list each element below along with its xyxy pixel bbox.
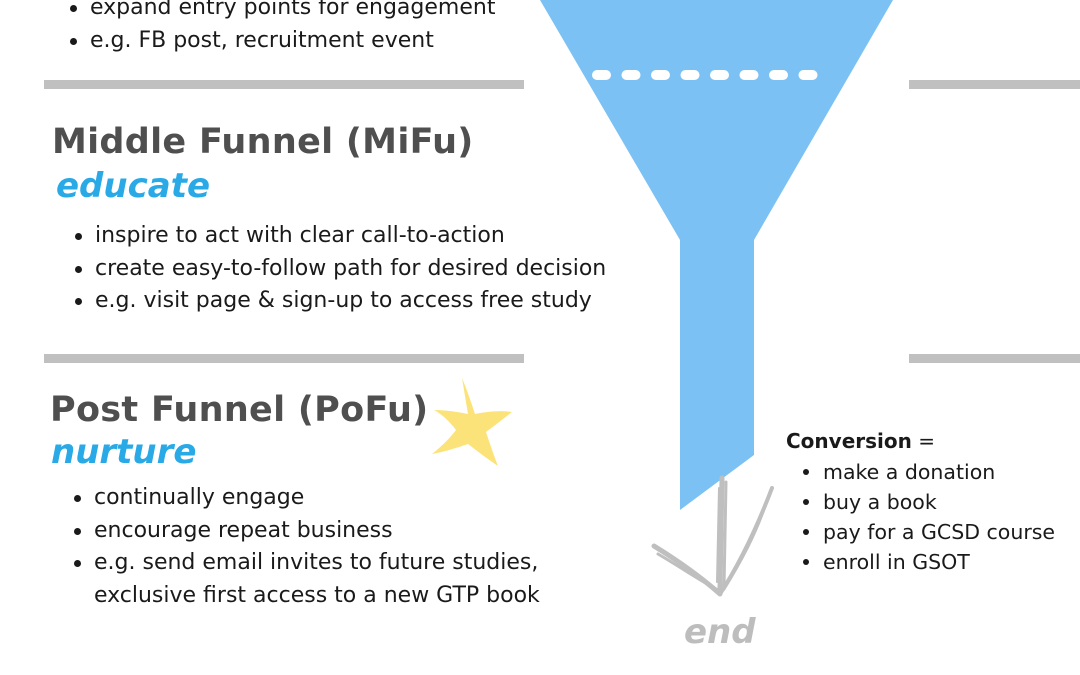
conversion-list: make a donation buy a book pay for a GCS… <box>786 457 1055 577</box>
funnel-shape <box>540 0 893 510</box>
arrow-down-sketch-icon <box>651 475 774 597</box>
top-bullet: e.g. FB post, recruitment event <box>68 25 495 58</box>
star-doodle <box>432 378 512 466</box>
top-bullet: expand entry points for engagement <box>68 0 495 25</box>
divider-left-top <box>44 80 524 89</box>
conversion-item: buy a book <box>786 487 1055 517</box>
conversion-item: pay for a GCSD course <box>786 517 1055 547</box>
divider-left-middle <box>44 354 524 363</box>
middle-funnel-subtitle: educate <box>56 166 211 206</box>
post-bullet-continuation: exclusive first access to a new GTP book <box>94 582 540 608</box>
post-bullet: e.g. send email invites to future studie… <box>72 547 540 580</box>
middle-bullet: create easy-to-follow path for desired d… <box>73 253 606 286</box>
conversion-item: enroll in GSOT <box>786 547 1055 577</box>
middle-bullet: e.g. visit page & sign-up to access free… <box>73 285 606 318</box>
conversion-item: make a donation <box>786 457 1055 487</box>
middle-funnel-title: Middle Funnel (MiFu) <box>52 122 474 162</box>
middle-funnel-bullets: inspire to act with clear call-to-action… <box>73 220 606 318</box>
conversion-label: Conversion <box>786 429 912 453</box>
post-funnel-subtitle: nurture <box>51 432 197 472</box>
divider-right-top <box>909 80 1080 89</box>
post-bullet: encourage repeat business <box>72 515 540 548</box>
post-bullet: continually engage <box>72 482 540 515</box>
divider-right-middle <box>909 354 1080 363</box>
conversion-heading: Conversion = <box>786 429 935 453</box>
end-label: end <box>684 612 756 652</box>
conversion-equals: = <box>911 429 935 453</box>
post-funnel-bullets: continually engage encourage repeat busi… <box>72 482 540 612</box>
top-bullet-list: expand entry points for engagement e.g. … <box>68 0 495 57</box>
middle-bullet: inspire to act with clear call-to-action <box>73 220 606 253</box>
post-funnel-title: Post Funnel (PoFu) <box>50 390 429 430</box>
